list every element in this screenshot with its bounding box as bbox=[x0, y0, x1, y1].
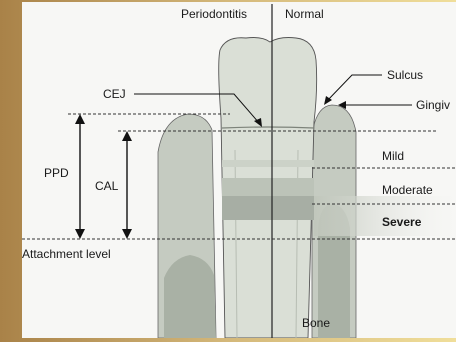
normal-label: Normal bbox=[285, 7, 324, 21]
moderate-label: Moderate bbox=[382, 183, 433, 197]
gingiva-label: Gingiv bbox=[416, 98, 450, 112]
ppd-label: PPD bbox=[44, 166, 69, 180]
periodontitis-label: Periodontitis bbox=[181, 7, 247, 21]
mild-band bbox=[222, 160, 314, 167]
severe-label: Severe bbox=[382, 215, 422, 229]
bone-label: Bone bbox=[302, 316, 330, 330]
moderate-band bbox=[222, 178, 314, 196]
cal-label: CAL bbox=[95, 179, 119, 193]
mild-label: Mild bbox=[382, 149, 404, 163]
attachment-level-label: Attachment level bbox=[22, 247, 111, 261]
bone-left bbox=[164, 255, 216, 338]
severe-band-tooth bbox=[222, 196, 314, 220]
sulcus-label: Sulcus bbox=[387, 68, 423, 82]
cej-label: CEJ bbox=[103, 87, 126, 101]
